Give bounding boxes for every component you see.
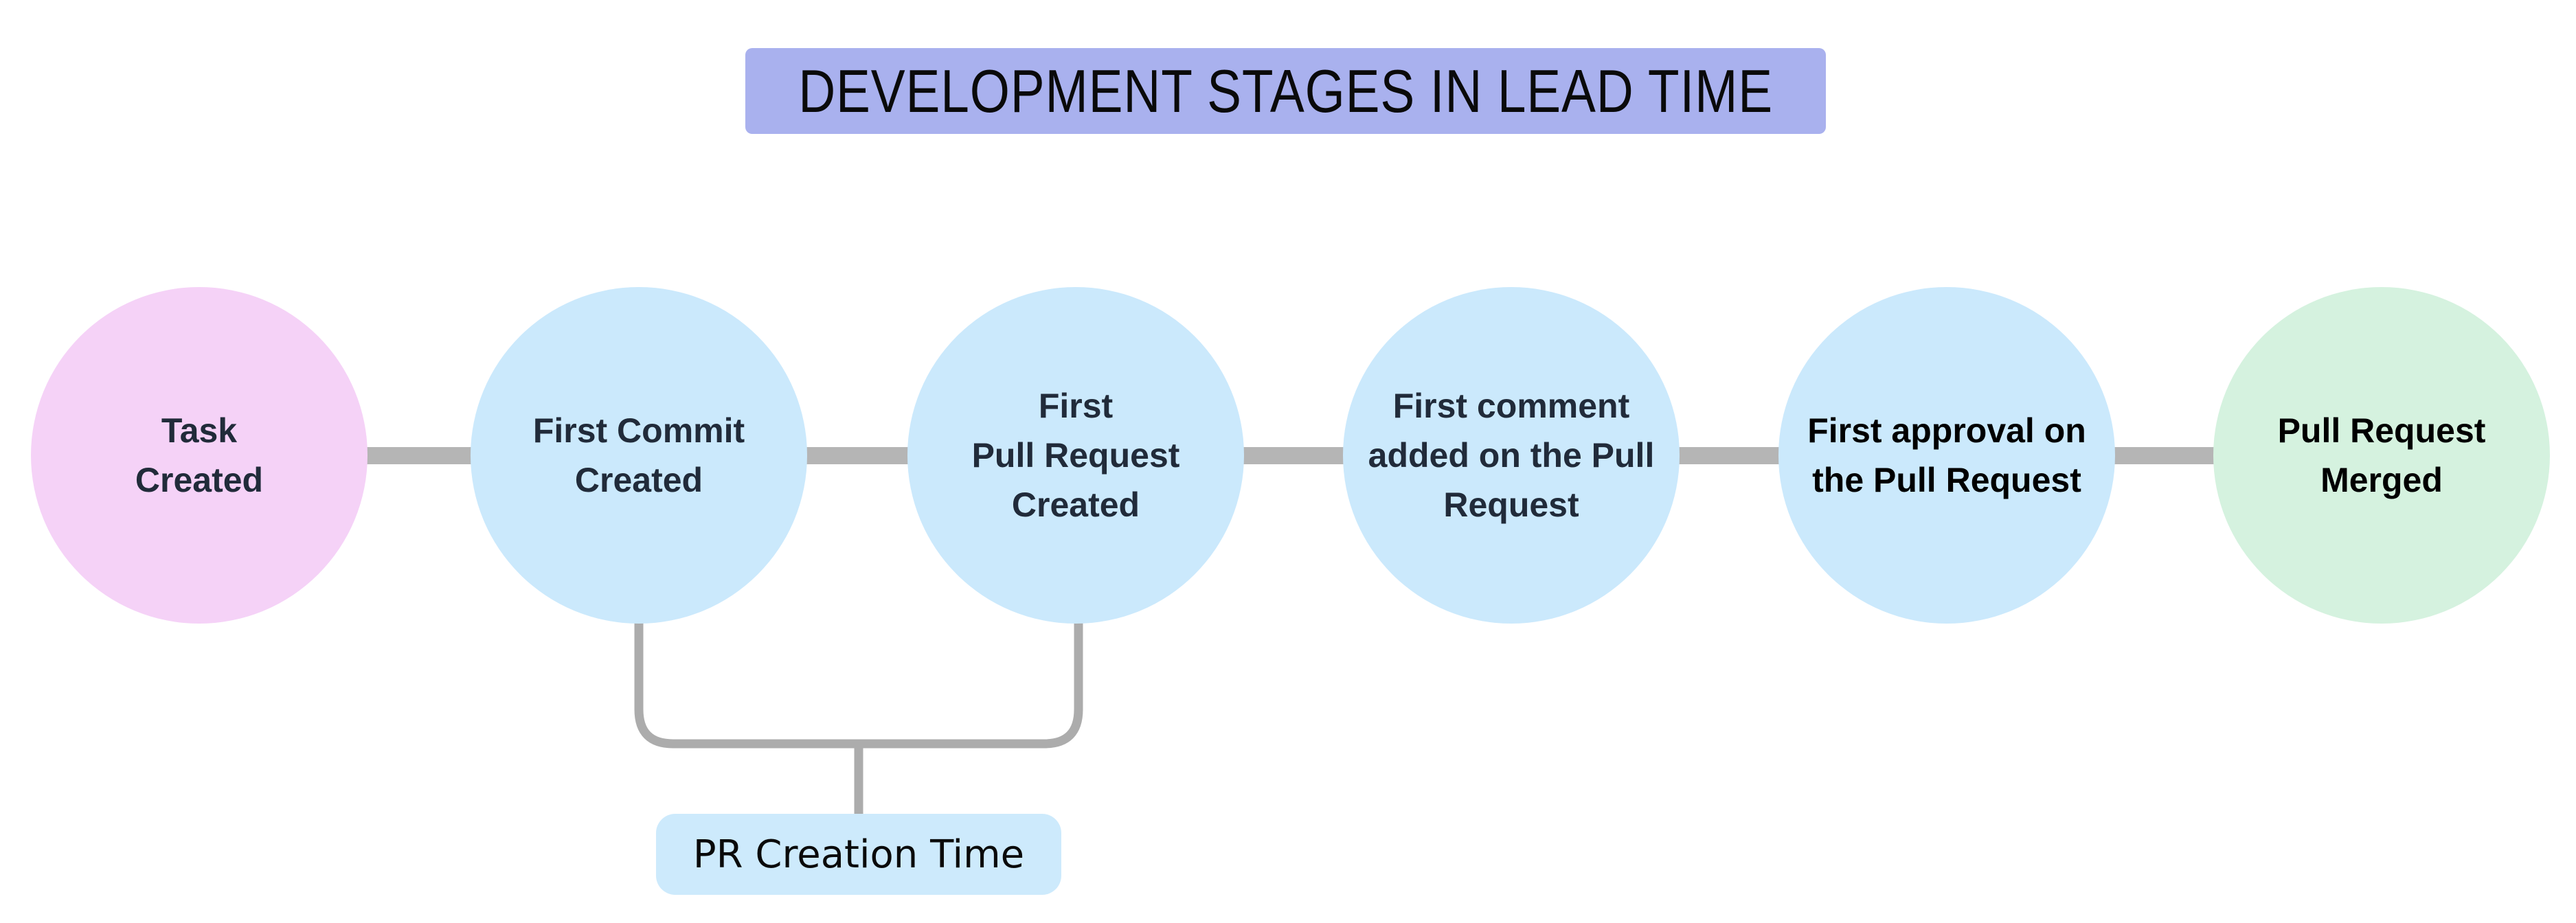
stage-node-first-pull-request: First Pull Request Created (907, 287, 1244, 624)
stage-node-label: First Commit Created (532, 411, 745, 499)
stage-node-first-commit: First Commit Created (471, 287, 807, 624)
stage-node-label: First approval on the Pull Request (1807, 411, 2086, 499)
stage-node-label: Task Created (135, 411, 264, 499)
stage-node-label: First Pull Request Created (971, 387, 1180, 524)
stage-node-task-created: Task Created (31, 287, 368, 624)
stage-node-first-comment: First comment added on the Pull Request (1343, 287, 1680, 624)
stage-node-label: Pull Request Merged (2277, 411, 2486, 499)
pr-creation-bracket-curve (634, 608, 1083, 749)
stage-node-pull-request-merged: Pull Request Merged (2213, 287, 2550, 624)
stage-node-first-approval: First approval on the Pull Request (1778, 287, 2115, 624)
diagram-title: DEVELOPMENT STAGES IN LEAD TIME (745, 48, 1826, 134)
pr-creation-time-label: PR Creation Time (656, 814, 1061, 895)
pr-creation-time-label-text: PR Creation Time (692, 832, 1025, 877)
stage-node-label: First comment added on the Pull Request (1368, 387, 1655, 524)
diagram-title-text: DEVELOPMENT STAGES IN LEAD TIME (798, 56, 1773, 125)
